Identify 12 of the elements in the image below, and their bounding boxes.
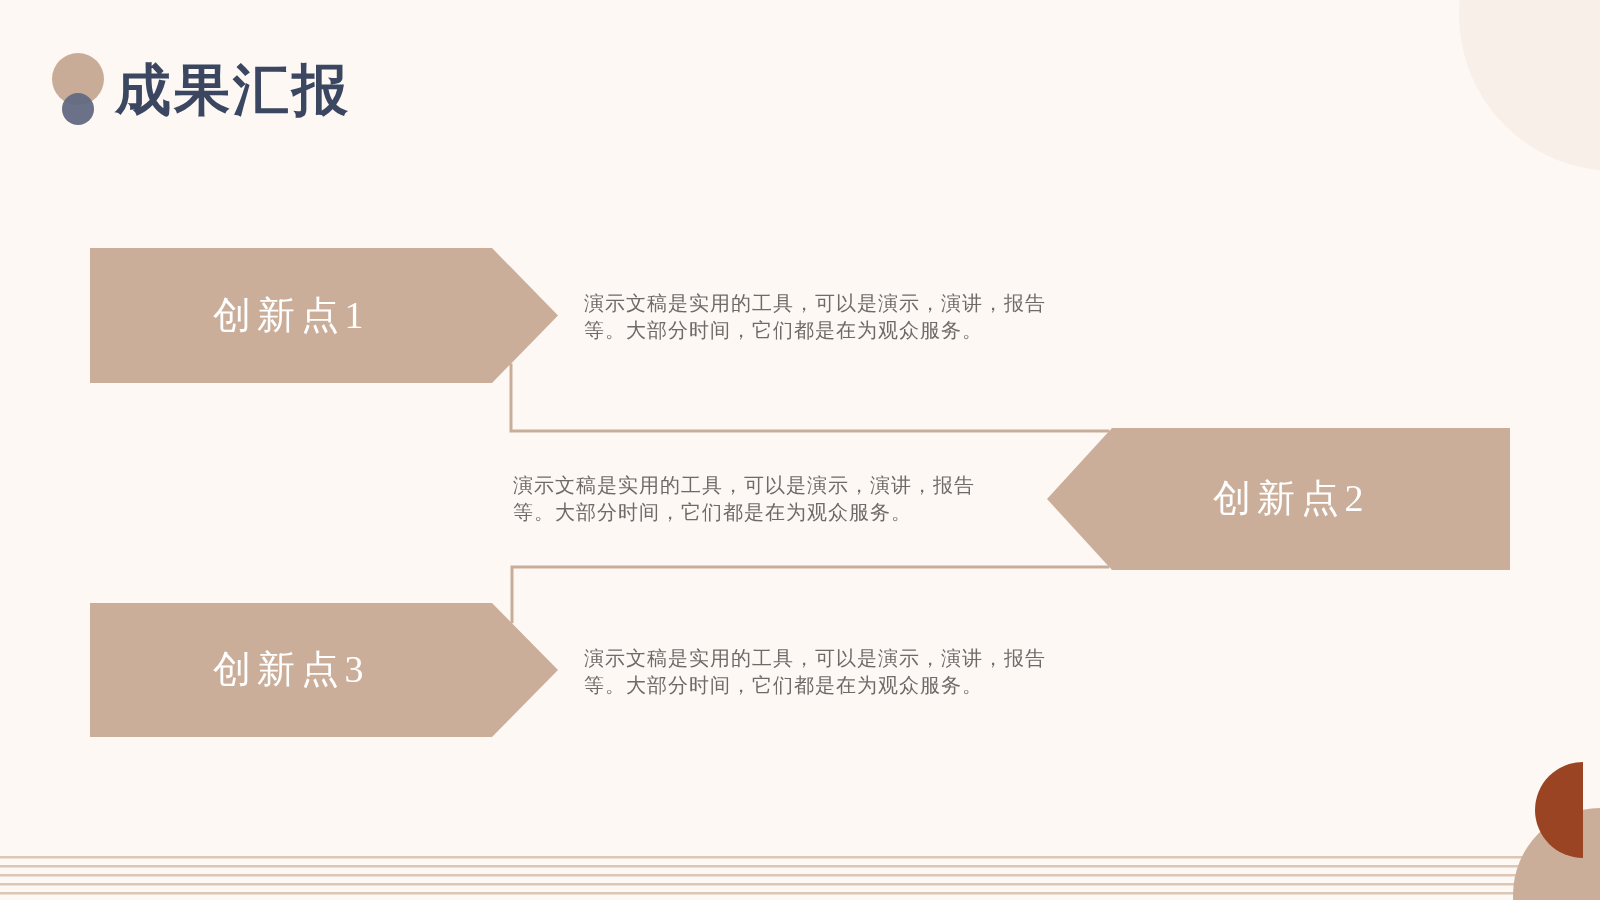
connector-line [510,565,1110,624]
arrow-label: 创新点1 [212,294,370,337]
arrow-shape [1047,428,1510,570]
arrow-label: 创新点3 [212,649,370,691]
connector-line [509,363,1110,433]
description-text: 演示文稿是实用的工具，可以是演示，演讲，报告等。大部分时间，它们都是在为观众服务。 [513,473,976,525]
description-text: 演示文稿是实用的工具，可以是演示，演讲，报告等。大部分时间，它们都是在为观众服务。 [584,646,1047,698]
arrow-shape [90,603,558,737]
slide-title: 成果汇报 [115,62,351,118]
description-text: 演示文稿是实用的工具，可以是演示，演讲，报告等。大部分时间，它们都是在为观众服务。 [584,291,1047,343]
arrow-shape [90,248,558,383]
arrow-label: 创新点2 [1212,478,1370,520]
